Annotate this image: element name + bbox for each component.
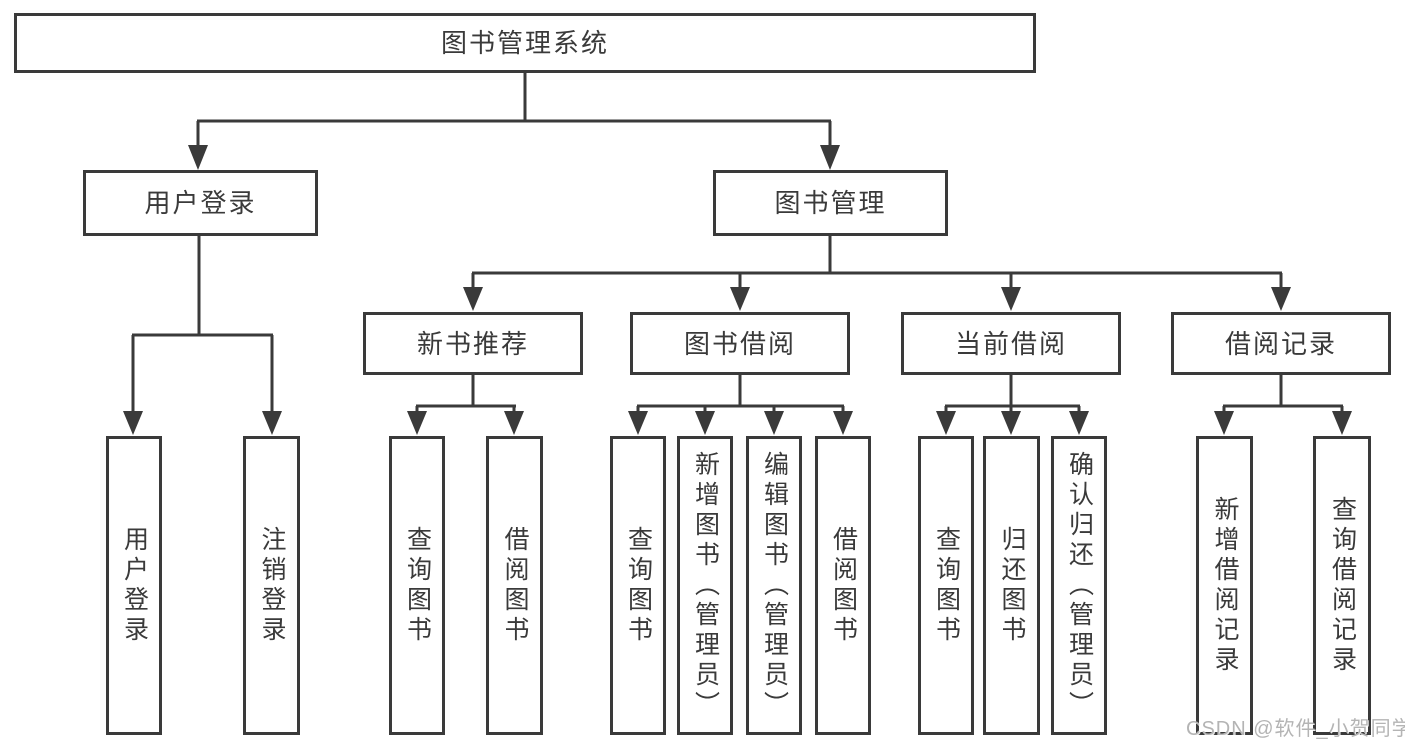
leaf-add-borrow-record: 新增借阅记录 <box>1196 436 1253 735</box>
node-library-system: 图书管理系统 <box>14 13 1036 73</box>
node-user-login: 用户登录 <box>83 170 318 236</box>
leaf-return-books: 归还图书 <box>983 436 1040 735</box>
node-book-management: 图书管理 <box>713 170 948 236</box>
leaf-borrow-books-recommend: 借阅图书 <box>486 436 543 735</box>
node-new-book-recommend: 新书推荐 <box>363 312 583 375</box>
leaf-query-borrow-record: 查询借阅记录 <box>1313 436 1371 735</box>
leaf-query-books-current: 查询图书 <box>918 436 974 735</box>
leaf-user-login: 用户登录 <box>106 436 162 735</box>
leaf-add-books-admin: 新增图书（管理员） <box>677 436 733 735</box>
node-book-borrowing: 图书借阅 <box>630 312 850 375</box>
leaf-edit-books-admin: 编辑图书（管理员） <box>746 436 802 735</box>
node-borrowing-records: 借阅记录 <box>1171 312 1391 375</box>
leaf-confirm-return-admin: 确认归还（管理员） <box>1051 436 1107 735</box>
leaf-logout: 注销登录 <box>243 436 300 735</box>
leaf-query-books-recommend: 查询图书 <box>389 436 445 735</box>
arrowhead-icons <box>123 145 1352 435</box>
node-current-borrowing: 当前借阅 <box>901 312 1121 375</box>
csdn-watermark: CSDN @软件_小贺同学 <box>1186 718 1405 740</box>
leaf-query-books-borrowing: 查询图书 <box>610 436 666 735</box>
leaf-borrow-books-borrowing: 借阅图书 <box>815 436 871 735</box>
